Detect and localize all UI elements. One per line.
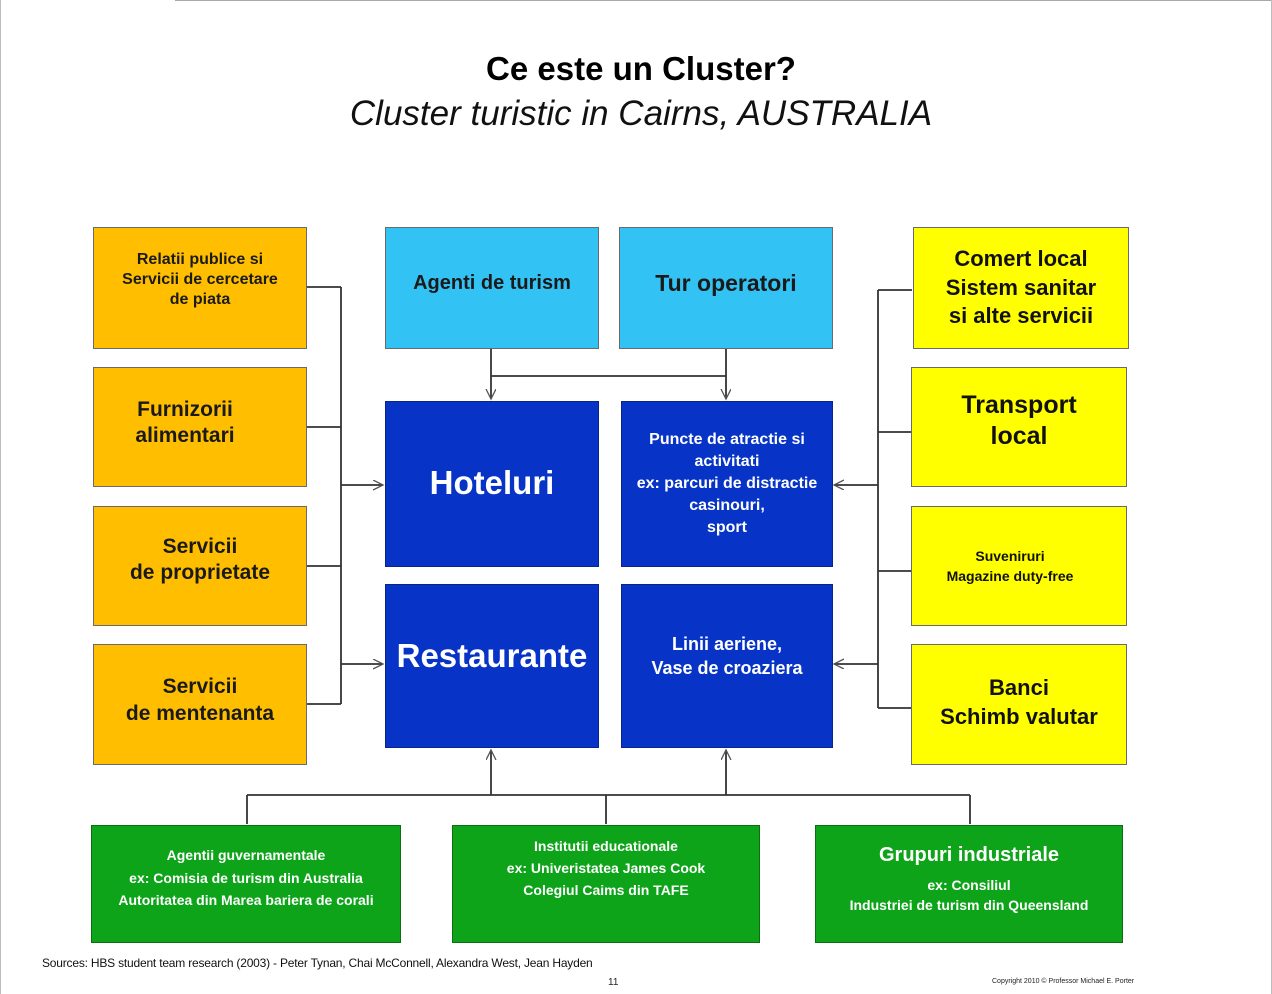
frame-top-border bbox=[175, 0, 1272, 1]
grupuri-industriale-heading: Grupuri industriale bbox=[878, 843, 1060, 866]
box-banci: Banci Schimb valutar bbox=[911, 644, 1127, 765]
box-tur-operatori: Tur operatori bbox=[619, 227, 833, 349]
box-agenti-turism: Agenti de turism bbox=[385, 227, 599, 349]
box-furnizorii-alimentari: Furnizorii alimentari bbox=[93, 367, 307, 487]
box-agentii-guvernamentale: Agentii guvernamentale ex: Comisia de tu… bbox=[91, 825, 401, 943]
box-transport-local: Transport local bbox=[911, 367, 1127, 487]
box-grupuri-industriale: Grupuri industriale ex: Consiliul Indust… bbox=[815, 825, 1123, 943]
copyright-note: Copyright 2010 © Professor Michael E. Po… bbox=[992, 978, 1135, 985]
box-restaurante: Restaurante bbox=[385, 584, 599, 748]
box-comert-local: Comert local Sistem sanitar si alte serv… bbox=[913, 227, 1129, 349]
source-note: Sources: HBS student team research (2003… bbox=[42, 956, 593, 970]
grupuri-industriale-detail: ex: Consiliul Industriei de turism din Q… bbox=[849, 876, 1089, 913]
frame-left-border bbox=[0, 0, 1, 994]
slide-subtitle: Cluster turistic in Cairns, AUSTRALIA bbox=[349, 94, 933, 133]
page-number: 11 bbox=[608, 977, 619, 988]
box-institutii-educationale: Institutii educationale ex: Univeristate… bbox=[452, 825, 760, 943]
box-puncte-atractie: Puncte de atractie si activitati ex: par… bbox=[621, 401, 833, 567]
box-relatii-publice: Relatii publice si Servicii de cercetare… bbox=[93, 227, 307, 349]
slide-title: Ce este un Cluster? bbox=[486, 50, 796, 87]
box-hoteluri: Hoteluri bbox=[385, 401, 599, 567]
box-linii-aeriene: Linii aeriene, Vase de croaziera bbox=[621, 584, 833, 748]
box-servicii-mentenanta: Servicii de mentenanta bbox=[93, 644, 307, 765]
box-suveniruri: Suveniruri Magazine duty-free bbox=[911, 506, 1127, 626]
box-servicii-proprietate: Servicii de proprietate bbox=[93, 506, 307, 626]
